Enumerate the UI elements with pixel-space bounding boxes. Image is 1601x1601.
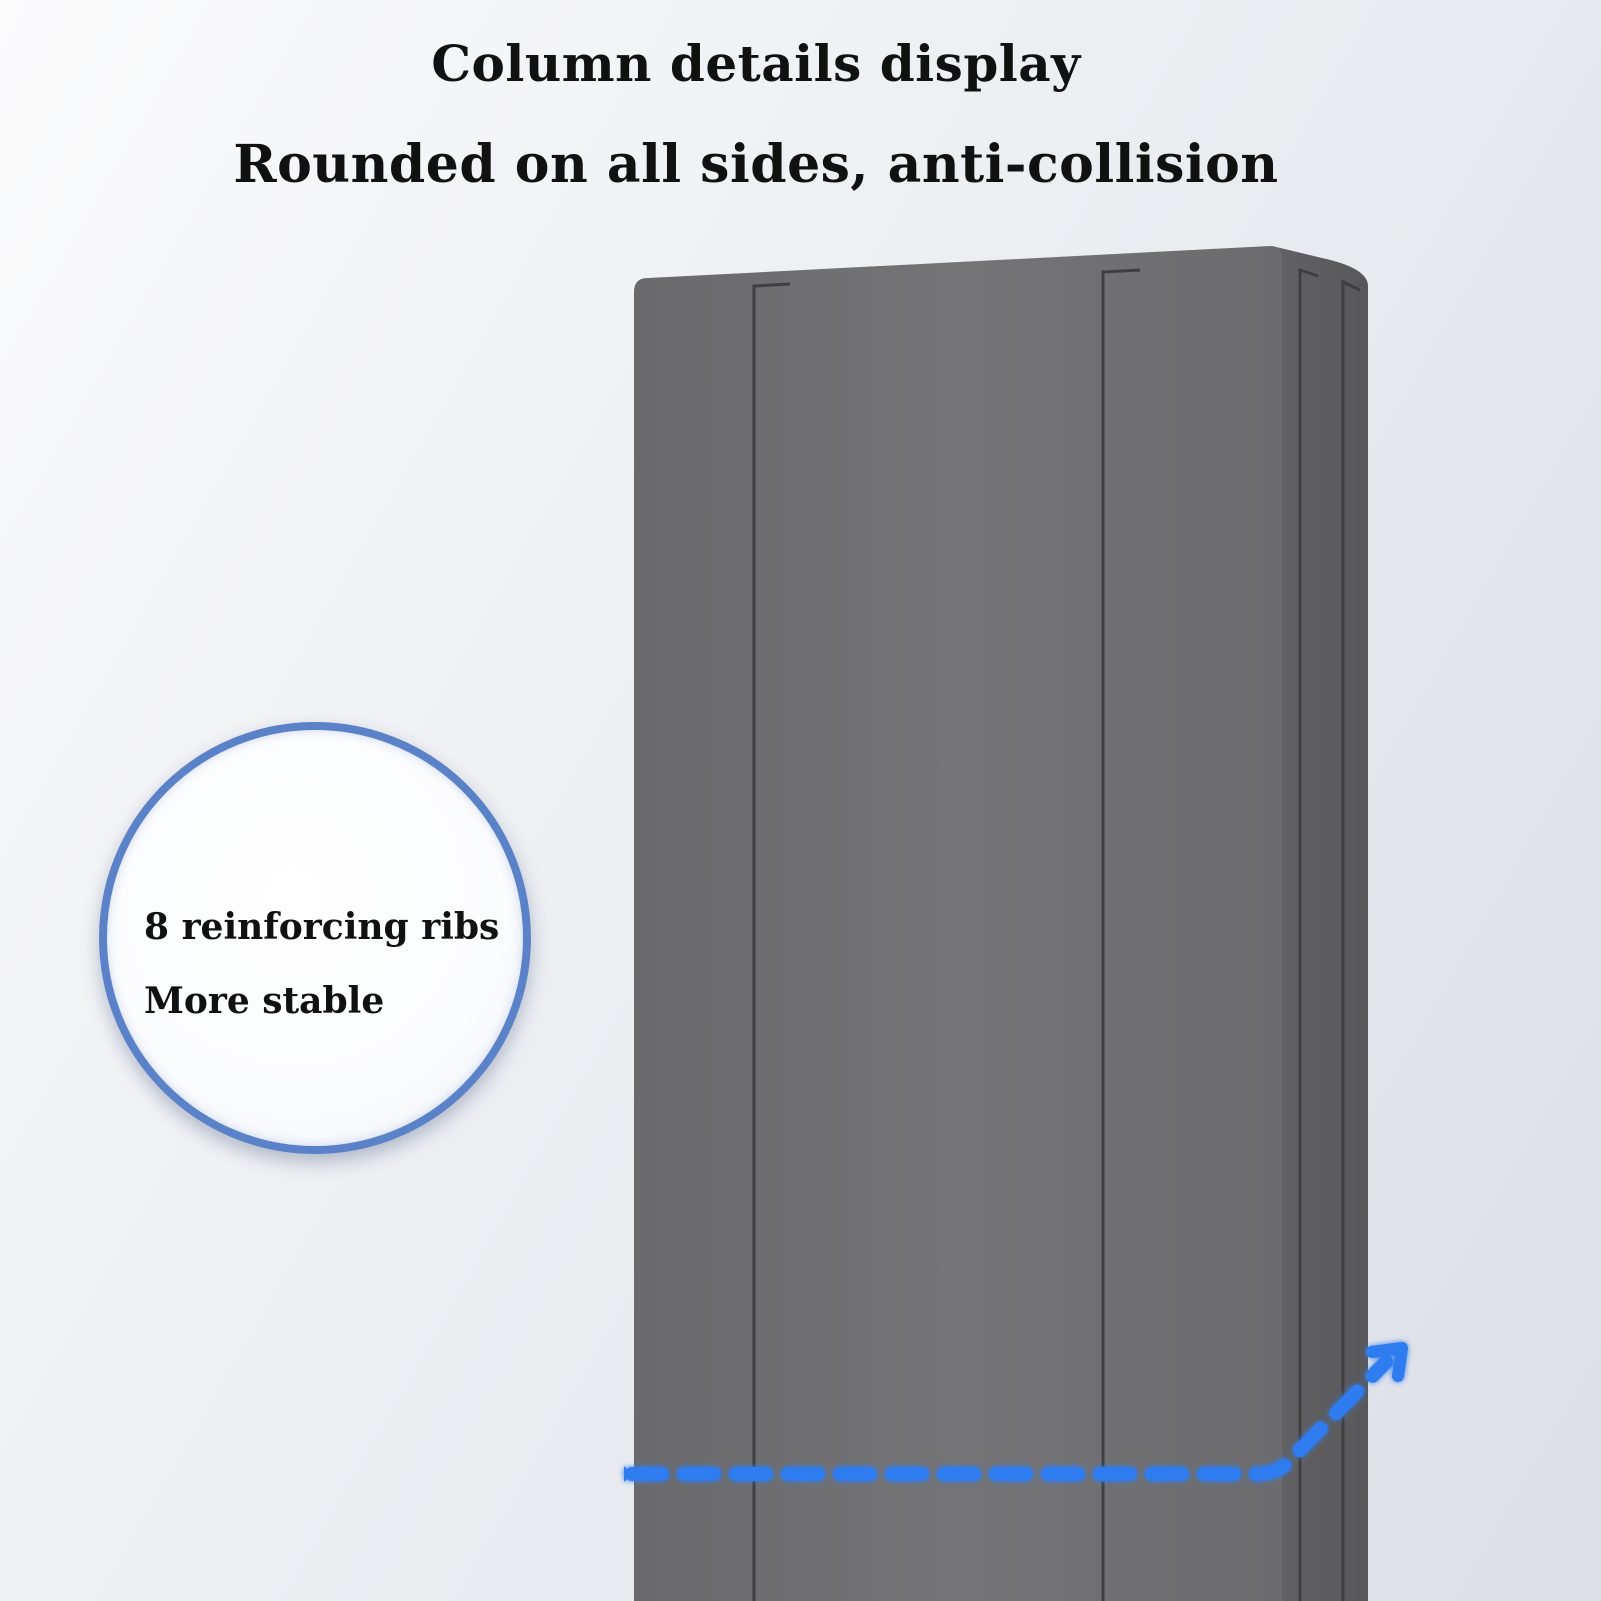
arrowhead-icon [1366,1342,1408,1382]
rotation-arrow [624,1342,1408,1482]
arrow-tail [624,1466,632,1482]
page-subtitle: Rounded on all sides, anti-collision [233,134,1279,195]
page-title: Column details display [431,34,1081,93]
column-front-face [634,246,1282,1601]
callout-stable-text: More stable [144,980,385,1022]
callout-ribs-text: 8 reinforcing ribs [144,906,500,948]
feature-callout: 8 reinforcing ribs More stable [99,722,531,1154]
reinforcing-ribs [755,300,1360,1410]
